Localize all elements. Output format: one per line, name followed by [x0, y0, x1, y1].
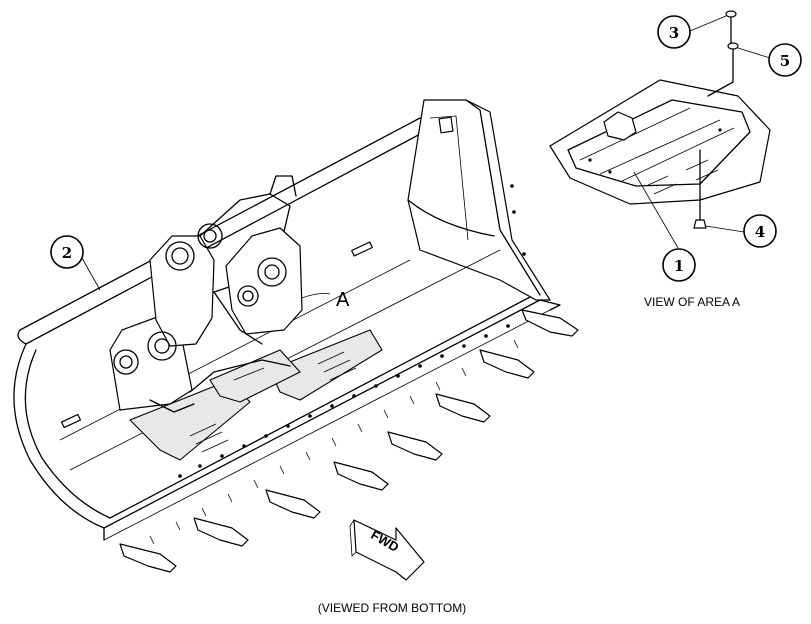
callout-3: 3 [657, 15, 691, 49]
bucket-teeth [119, 309, 579, 573]
svg-text:3: 3 [669, 24, 679, 42]
svg-text:2: 2 [62, 244, 72, 262]
viewed-from-bottom-label: (VIEWED FROM BOTTOM) [318, 601, 466, 615]
fwd-arrow: FWD [349, 519, 425, 581]
svg-text:5: 5 [780, 52, 790, 70]
callout-2: 2 [50, 235, 84, 269]
svg-text:4: 4 [755, 223, 765, 241]
callout-1: 1 [662, 248, 696, 282]
callout-4: 4 [743, 214, 777, 248]
view-of-area-label: VIEW OF AREA A [644, 295, 740, 309]
area-a-marker: A [336, 289, 350, 311]
area-a-detail-drawing [549, 10, 771, 249]
callout-5: 5 [768, 43, 802, 77]
svg-text:1: 1 [674, 257, 684, 275]
bucket-drawing: A [13, 99, 579, 573]
bolt-holes [178, 184, 526, 478]
